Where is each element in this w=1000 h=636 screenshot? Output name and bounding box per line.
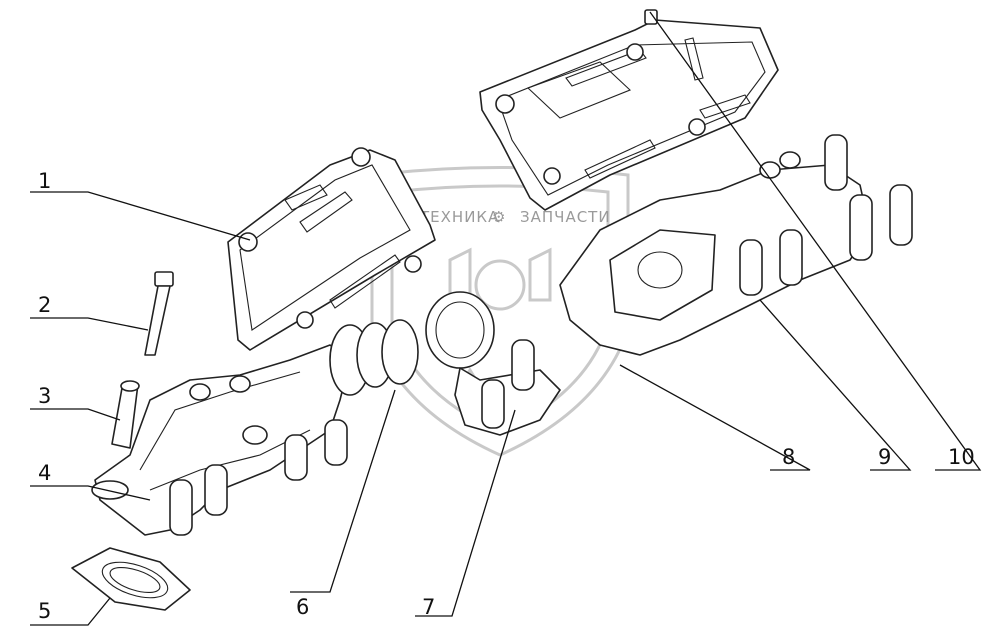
exhaust-manifold-rear — [559, 134, 913, 356]
bolt — [144, 271, 174, 356]
watermark: ТЕХНИКА ⚙ ЗАПЧАСТИ — [370, 166, 630, 457]
callout-labels: 1 2 3 4 5 6 7 8 9 10 — [38, 169, 975, 623]
watermark-text-left: ТЕХНИКА — [419, 208, 499, 226]
spacer-sleeve — [111, 380, 140, 449]
callout-4: 4 — [38, 461, 51, 485]
leader-lines — [30, 11, 982, 626]
callout-8: 8 — [782, 445, 795, 469]
callout-3: 3 — [38, 384, 51, 408]
callout-2: 2 — [38, 293, 51, 317]
callout-6: 6 — [296, 595, 309, 619]
watermark-text-right: ЗАПЧАСТИ — [520, 208, 611, 226]
callout-7: 7 — [422, 595, 435, 619]
exhaust-manifold-front — [91, 344, 351, 536]
callout-10: 10 — [948, 445, 975, 469]
callout-5: 5 — [38, 599, 51, 623]
seal-rings — [329, 319, 419, 396]
heat-shield-left — [227, 147, 436, 351]
watermark-gear-icon: ⚙ — [492, 208, 506, 226]
callout-9: 9 — [878, 445, 891, 469]
callout-1: 1 — [38, 169, 51, 193]
gasket — [71, 547, 191, 611]
heat-shield-right — [479, 9, 779, 211]
exhaust-manifold-middle — [425, 291, 561, 436]
